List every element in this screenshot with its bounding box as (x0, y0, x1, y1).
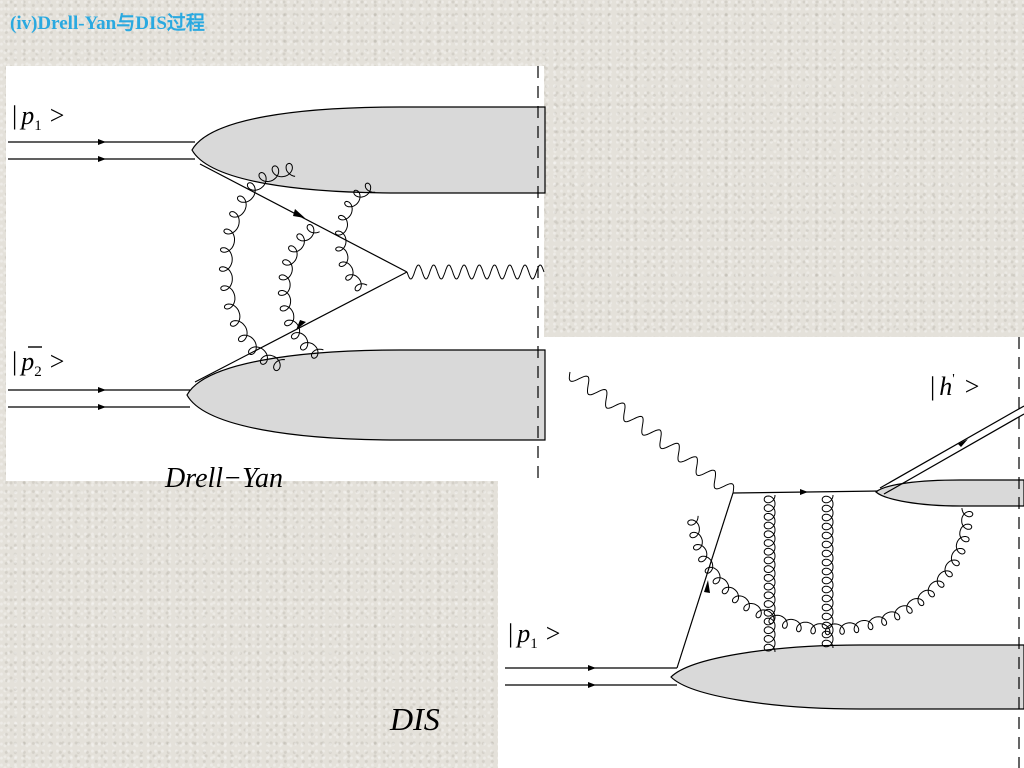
p1-arrow-bottom (98, 156, 106, 162)
dis-caption: DIS (389, 701, 440, 737)
h-prime-blob (875, 479, 1024, 507)
dis-gluon-vertical-1 (763, 494, 776, 653)
gluon-loop-outer (218, 162, 296, 372)
quark-line (199, 163, 408, 273)
h-outgoing-line-2 (883, 413, 1024, 495)
dis-left-arrow (704, 580, 710, 593)
label-p2-bar: |p2> (12, 347, 64, 380)
p1-arrow-top (98, 139, 106, 145)
photon-wavy-line (406, 264, 545, 280)
drell-yan-diagram: |p1> |p2> Drell−Yan (8, 66, 546, 494)
dis-p1-arrow-bottom (588, 682, 596, 688)
dis-p1-arrow-top (588, 665, 596, 671)
dis-photon-wavy-line (568, 371, 735, 494)
gluon-loop-inner (334, 182, 376, 292)
quark-arrow (293, 209, 305, 218)
dis-diagram: |h'> |p1> DIS (389, 337, 1024, 768)
label-p1: |p1> (12, 101, 64, 134)
dis-panel-extension (498, 480, 548, 768)
drell-yan-caption: Drell−Yan (164, 463, 283, 494)
p1-blob (191, 106, 546, 194)
label-h-prime: |h'> (930, 372, 979, 401)
dis-left-line (676, 492, 734, 669)
dis-p1-blob (670, 644, 1024, 710)
p2-arrow-top (98, 387, 106, 393)
p2-blob (186, 349, 546, 441)
label-dis-p1: |p1> (508, 619, 560, 652)
p2-arrow-bottom (98, 404, 106, 410)
dis-gluon-vertical-2 (821, 494, 834, 649)
dis-upper-arrow (800, 489, 808, 495)
h-outgoing-arrow (958, 439, 968, 447)
slide-title: (iv)Drell-Yan与DIS过程 (10, 13, 205, 34)
gluon-loop-middle (277, 223, 324, 359)
h-outgoing-line-1 (879, 405, 1024, 489)
dis-gluon-arc (687, 508, 974, 636)
antiquark-line (194, 271, 408, 383)
